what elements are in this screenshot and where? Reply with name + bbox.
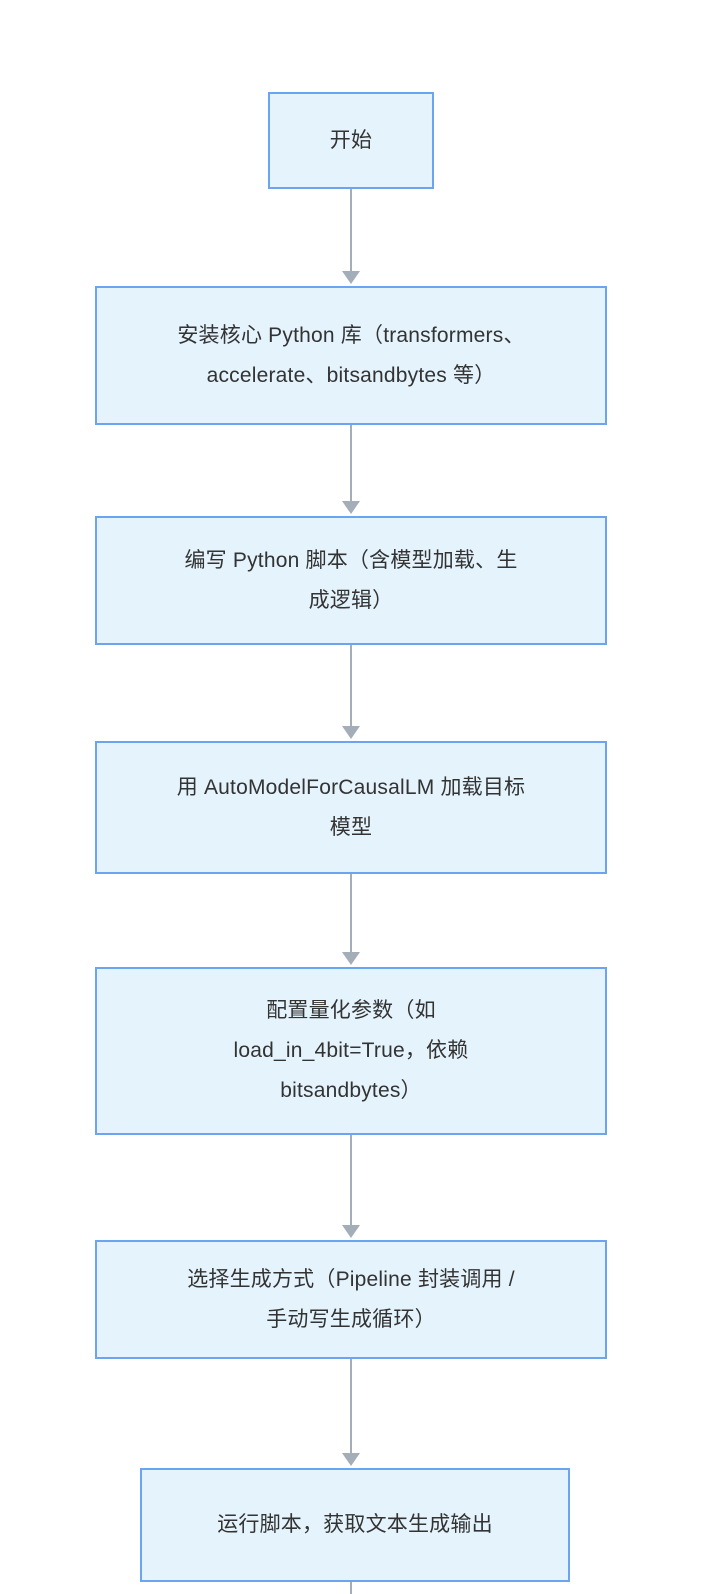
connector-line-n4-to-n5 bbox=[350, 1135, 352, 1227]
connector-line-n2-to-n3 bbox=[350, 645, 352, 728]
connector-arrowhead-n2-to-n3 bbox=[342, 726, 360, 739]
connector-arrowhead-n1-to-n2 bbox=[342, 501, 360, 514]
node-label: 安装核心 Python 库（transformers、 accelerate、b… bbox=[177, 323, 525, 387]
node-label: 选择生成方式（Pipeline 封装调用 / 手动写生成循环） bbox=[187, 1267, 515, 1331]
node-label: 用 AutoModelForCausalLM 加载目标 模型 bbox=[176, 775, 526, 839]
connector-line-n5-to-n6 bbox=[350, 1359, 352, 1455]
node-label: 编写 Python 脚本（含模型加载、生 成逻辑） bbox=[184, 548, 518, 612]
flowchart-node-run-script[interactable]: 运行脚本，获取文本生成输出 bbox=[140, 1468, 570, 1582]
connector-line-n1-to-n2 bbox=[350, 425, 352, 503]
node-label: 开始 bbox=[329, 128, 373, 152]
flowchart-node-load-model[interactable]: 用 AutoModelForCausalLM 加载目标 模型 bbox=[95, 741, 607, 874]
connector-line-n3-to-n4 bbox=[350, 874, 352, 954]
connector-arrowhead-start-to-n1 bbox=[342, 271, 360, 284]
node-label: 配置量化参数（如 load_in_4bit=True，依赖 bitsandbyt… bbox=[233, 999, 469, 1102]
connector-line-n6-to-next bbox=[350, 1582, 352, 1594]
flowchart-node-configure-quantization[interactable]: 配置量化参数（如 load_in_4bit=True，依赖 bitsandbyt… bbox=[95, 967, 607, 1135]
flowchart-node-write-script[interactable]: 编写 Python 脚本（含模型加载、生 成逻辑） bbox=[95, 516, 607, 645]
connector-line-start-to-n1 bbox=[350, 189, 352, 273]
connector-arrowhead-n3-to-n4 bbox=[342, 952, 360, 965]
connector-arrowhead-n4-to-n5 bbox=[342, 1225, 360, 1238]
node-label: 运行脚本，获取文本生成输出 bbox=[217, 1513, 493, 1536]
flowchart-node-install-libraries[interactable]: 安装核心 Python 库（transformers、 accelerate、b… bbox=[95, 286, 607, 425]
flowchart-node-choose-generation-mode[interactable]: 选择生成方式（Pipeline 封装调用 / 手动写生成循环） bbox=[95, 1240, 607, 1359]
connector-arrowhead-n5-to-n6 bbox=[342, 1453, 360, 1466]
flowchart-node-start[interactable]: 开始 bbox=[268, 92, 434, 189]
